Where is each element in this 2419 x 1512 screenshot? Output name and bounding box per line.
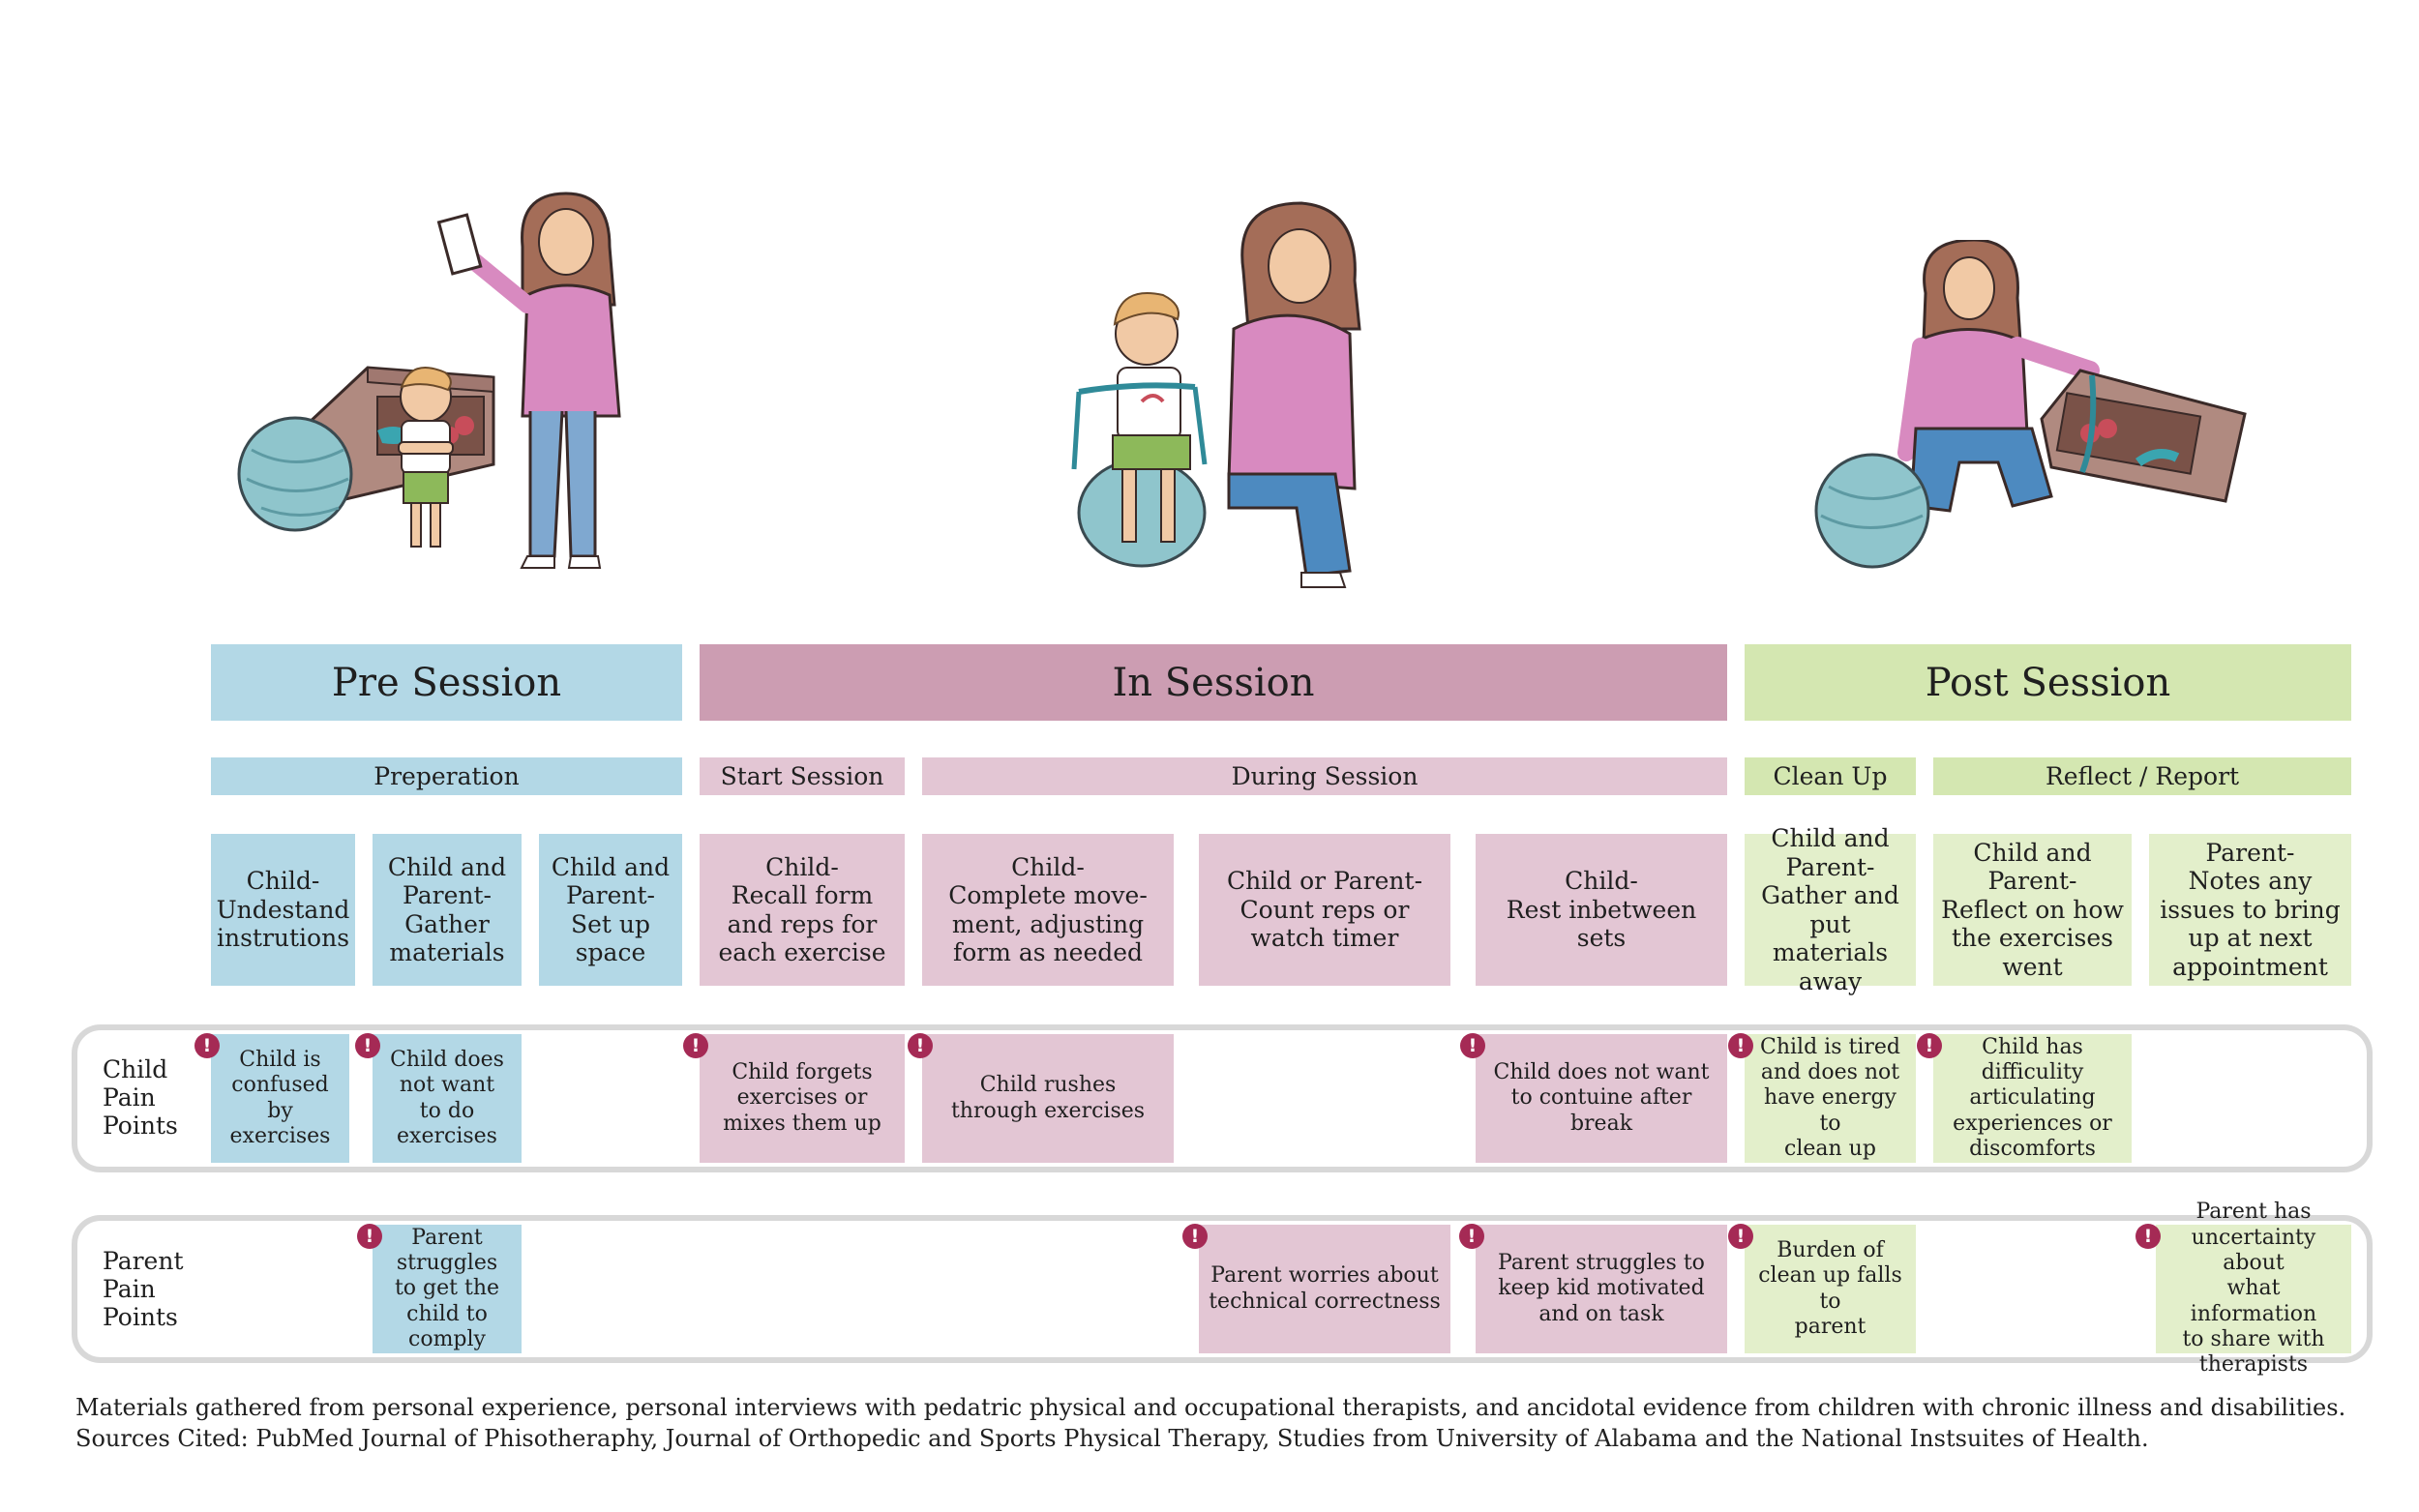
step-complete-movement: Child- Complete move- ment, adjusting fo… bbox=[922, 834, 1174, 986]
child-pain-tired: Child is tired and does not have energy … bbox=[1745, 1034, 1916, 1163]
child-pain-forgets: Child forgets exercises or mixes them up bbox=[700, 1034, 905, 1163]
child-pain-points-label: Child Pain Points bbox=[103, 1055, 178, 1140]
child-pain-rushes: Child rushes through exercises bbox=[922, 1034, 1174, 1163]
alert-icon: ! bbox=[355, 1033, 380, 1058]
subphase-preperation: Preperation bbox=[211, 757, 682, 795]
parent-pain-motivated: Parent struggles to keep kid motivated a… bbox=[1476, 1225, 1727, 1353]
alert-icon: ! bbox=[1182, 1224, 1208, 1249]
step-notes-issues: Parent- Notes any issues to bring up at … bbox=[2149, 834, 2351, 986]
subphase-start-session: Start Session bbox=[700, 757, 905, 795]
step-rest-between-sets: Child- Rest inbetween sets bbox=[1476, 834, 1727, 986]
step-put-materials-away: Child and Parent- Gather and put materia… bbox=[1745, 824, 1916, 995]
step-reflect: Child and Parent- Reflect on how the exe… bbox=[1933, 834, 2132, 986]
alert-icon: ! bbox=[1460, 1033, 1485, 1058]
footer-sources-cited: Sources Cited: PubMed Journal of Phisoth… bbox=[75, 1425, 2149, 1452]
step-set-up-space: Child and Parent- Set up space bbox=[539, 834, 682, 986]
in-session-illustration bbox=[1071, 201, 1361, 588]
child-pain-not-want: Child does not want to do exercises bbox=[373, 1034, 522, 1163]
step-understand-instructions: Child- Undestand instrutions bbox=[211, 834, 355, 986]
alert-icon: ! bbox=[357, 1224, 382, 1249]
phase-pre-session: Pre Session bbox=[211, 644, 682, 721]
parent-pain-comply: Parent struggles to get the child to com… bbox=[373, 1225, 522, 1353]
child-pain-confused: Child is confused by exercises bbox=[211, 1034, 349, 1163]
alert-icon: ! bbox=[1917, 1033, 1942, 1058]
child-pain-not-continue: Child does not want to contuine after br… bbox=[1476, 1034, 1727, 1163]
subphase-during-session: During Session bbox=[922, 757, 1727, 795]
step-count-reps: Child or Parent- Count reps or watch tim… bbox=[1199, 834, 1450, 986]
phase-in-session: In Session bbox=[700, 644, 1727, 721]
phase-post-session: Post Session bbox=[1745, 644, 2351, 721]
footer-materials-note: Materials gathered from personal experie… bbox=[75, 1394, 2346, 1421]
parent-pain-points-frame bbox=[72, 1215, 2373, 1363]
alert-icon: ! bbox=[1728, 1033, 1753, 1058]
post-session-illustration bbox=[1814, 240, 2247, 569]
parent-pain-points-label: Parent Pain Points bbox=[103, 1247, 184, 1331]
step-recall-form: Child- Recall form and reps for each exe… bbox=[700, 834, 905, 986]
parent-pain-clean-up: Burden of clean up falls to parent bbox=[1745, 1225, 1916, 1353]
subphase-reflect-report: Reflect / Report bbox=[1933, 757, 2351, 795]
parent-pain-technical: Parent worries about technical correctne… bbox=[1199, 1225, 1450, 1353]
child-pain-points-frame bbox=[72, 1024, 2373, 1172]
parent-pain-uncertainty: Parent has uncertainty about what inform… bbox=[2156, 1200, 2351, 1377]
alert-icon: ! bbox=[908, 1033, 933, 1058]
alert-icon: ! bbox=[194, 1033, 220, 1058]
pre-session-illustration bbox=[237, 192, 621, 569]
alert-icon: ! bbox=[683, 1033, 708, 1058]
child-pain-articulating: Child has difficulity articulating exper… bbox=[1933, 1034, 2132, 1163]
alert-icon: ! bbox=[1728, 1224, 1753, 1249]
subphase-clean-up: Clean Up bbox=[1745, 757, 1916, 795]
alert-icon: ! bbox=[2135, 1224, 2161, 1249]
alert-icon: ! bbox=[1459, 1224, 1484, 1249]
step-gather-materials: Child and Parent- Gather materials bbox=[373, 834, 522, 986]
